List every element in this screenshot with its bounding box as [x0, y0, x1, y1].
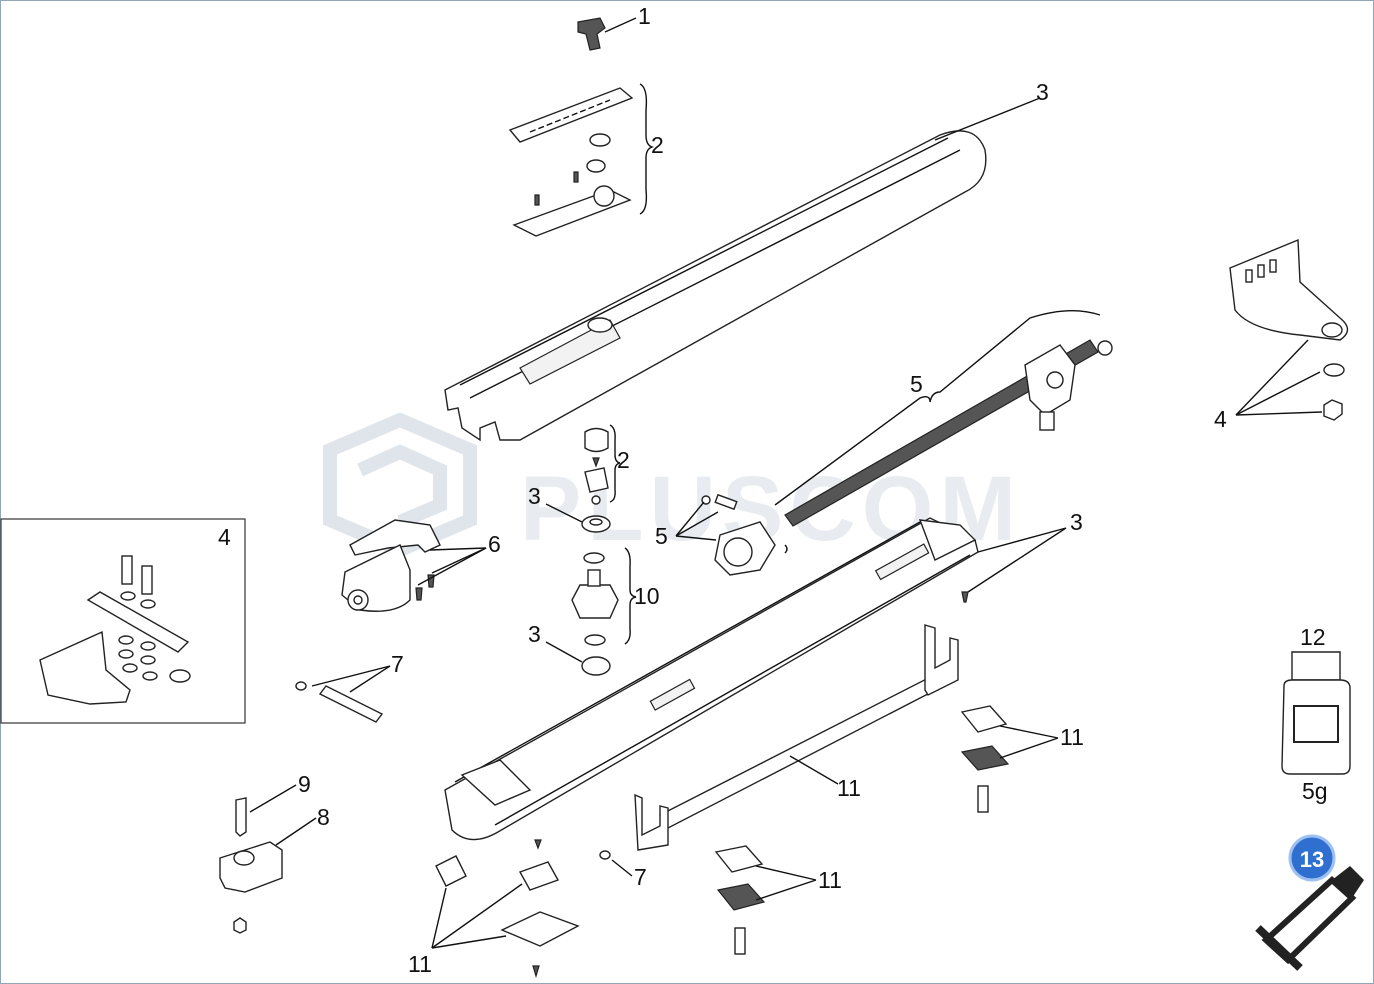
callout-9: 9 — [298, 771, 311, 797]
part-release-cam[interactable] — [584, 427, 609, 505]
part-knob[interactable] — [577, 17, 606, 51]
part-lead-screw[interactable] — [784, 339, 1113, 527]
callout-4-left: 4 — [218, 524, 231, 550]
part-fork-bracket-8[interactable] — [219, 841, 283, 934]
part-pin-9[interactable] — [235, 797, 247, 837]
grease-tube-icon[interactable] — [1255, 866, 1364, 971]
part-bottom-cover[interactable] — [634, 624, 959, 851]
part-lower-housing[interactable] — [444, 517, 979, 841]
part-bearing-upper[interactable] — [581, 515, 611, 533]
callout-7-pin: 7 — [391, 651, 404, 677]
callout-2-mid: 2 — [617, 447, 630, 473]
part-clips-right[interactable] — [960, 705, 1010, 813]
callout-6: 6 — [488, 531, 501, 557]
callout-8: 8 — [317, 804, 330, 830]
callout-5-screw: 5 — [910, 371, 923, 397]
part-small-parts[interactable] — [435, 839, 580, 979]
callout-3-bearing-top: 3 — [528, 483, 541, 509]
part-cover-plate-set[interactable] — [508, 87, 634, 237]
callout-3-screw: 3 — [1070, 509, 1083, 535]
part-rear-bracket[interactable] — [1229, 238, 1349, 421]
part-pivot-pin[interactable] — [295, 681, 384, 723]
part-o-ring[interactable] — [599, 850, 611, 860]
part-motor[interactable] — [341, 519, 441, 612]
grease-jar-label: 5g — [1302, 778, 1328, 804]
callout-3-housing: 3 — [1036, 79, 1049, 105]
callout-11-left: 11 — [408, 951, 432, 977]
part-bearing-lower[interactable] — [581, 656, 611, 676]
callout-10: 10 — [634, 583, 660, 609]
part-gear-assembly[interactable] — [571, 552, 619, 646]
callout-13-badge: 13 — [1288, 834, 1336, 882]
callout-3-bearing-bottom: 3 — [528, 621, 541, 647]
part-screw-coupling[interactable] — [701, 493, 788, 576]
bracket-kit-box — [0, 518, 246, 724]
callout-12: 12 — [1300, 624, 1326, 650]
grease-jar-icon[interactable] — [1281, 651, 1351, 775]
callout-2-top: 2 — [651, 132, 664, 158]
callout-4-right: 4 — [1214, 406, 1227, 432]
callout-13: 13 — [1300, 847, 1324, 872]
part-clips-middle[interactable] — [714, 845, 766, 955]
callout-5-coupling: 5 — [655, 523, 668, 549]
callout-1: 1 — [638, 3, 651, 29]
part-upper-housing[interactable] — [444, 130, 987, 442]
part-front-bracket-kit[interactable] — [39, 555, 191, 705]
callout-7-ring: 7 — [634, 864, 647, 890]
callout-11-right: 11 — [1060, 724, 1084, 750]
callout-11-cover: 11 — [837, 775, 861, 801]
callout-11-middle: 11 — [818, 867, 842, 893]
